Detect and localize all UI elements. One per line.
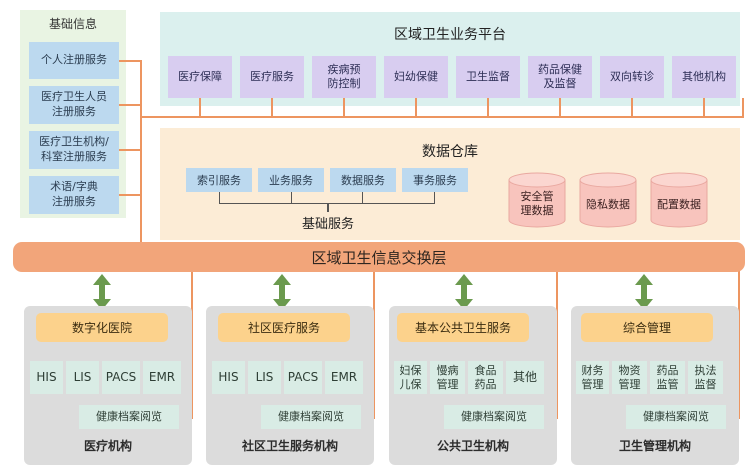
- base-services-label: 基础服务: [301, 216, 354, 232]
- left-item-personal-registration[interactable]: 个人注册服务: [29, 42, 119, 79]
- domain-4-box-4[interactable]: 执法 监督: [688, 361, 723, 394]
- domain-3-health-record-view[interactable]: 健康档案阅览: [444, 405, 544, 429]
- cylinder-config-data-label: 配置数据: [657, 198, 701, 211]
- double-arrow-icon: [455, 274, 473, 310]
- domain-1-box-3[interactable]: PACS: [102, 361, 140, 394]
- connector-service-4: [415, 98, 417, 117]
- left-item-staff-registration[interactable]: 医疗卫生人员 注册服务: [29, 86, 119, 124]
- domain-4-title: 卫生管理机构: [618, 438, 691, 453]
- double-arrow-icon: [93, 274, 111, 310]
- domain-2-box-3[interactable]: PACS: [284, 361, 322, 394]
- connector-domain-2: [373, 270, 375, 418]
- connector-domain-3: [556, 270, 558, 418]
- domain-1-title: 医疗机构: [83, 438, 132, 453]
- service-medical-services[interactable]: 医疗服务: [240, 56, 304, 98]
- domain-2-health-record-view[interactable]: 健康档案阅览: [261, 405, 361, 429]
- cylinder-security-data-icon: [508, 172, 566, 228]
- connector-service-8: [703, 98, 705, 117]
- domain-4-box-1[interactable]: 财务 管理: [576, 361, 609, 394]
- cylinder-privacy-data-icon: [579, 172, 637, 228]
- connector-left-item-1: [119, 60, 141, 62]
- domain-3-box-4[interactable]: 其他: [506, 361, 544, 394]
- connector-service-5: [487, 98, 489, 117]
- domain-1-box-4[interactable]: EMR: [143, 361, 181, 394]
- double-arrow-icon: [635, 274, 653, 310]
- domain-1-health-record-view[interactable]: 健康档案阅览: [79, 405, 179, 429]
- connector-platform-right: [742, 98, 744, 118]
- domain-3-box-2[interactable]: 慢病 管理: [430, 361, 465, 394]
- base-service-data[interactable]: 数据服务: [330, 168, 396, 192]
- base-services-bracket-stem: [327, 204, 329, 212]
- left-item-terminology-registration[interactable]: 术语/字典 注册服务: [29, 176, 119, 214]
- domain-1-box-2[interactable]: LIS: [66, 361, 99, 394]
- base-service-transaction[interactable]: 事务服务: [402, 168, 468, 192]
- domain-2-box-2[interactable]: LIS: [248, 361, 281, 394]
- service-health-supervision[interactable]: 卫生监督: [456, 56, 520, 98]
- domain-2-header[interactable]: 社区医疗服务: [218, 313, 350, 342]
- data-warehouse-title: 数据仓库: [422, 144, 478, 160]
- base-services-bracket-mid: [291, 192, 363, 204]
- base-service-index[interactable]: 索引服务: [186, 168, 252, 192]
- domain-3-box-3[interactable]: 食品 药品: [468, 361, 503, 394]
- cylinder-config-data-icon: [650, 172, 708, 228]
- connector-domain-4: [738, 270, 740, 418]
- service-disease-control[interactable]: 疾病预 防控制: [312, 56, 376, 98]
- exchange-layer-bar: 区域卫生信息交换层: [13, 242, 745, 272]
- connector-domain-1: [191, 270, 193, 418]
- basic-info-title: 基础信息: [48, 16, 97, 31]
- left-item-institution-registration[interactable]: 医疗卫生机构/ 科室注册服务: [29, 131, 119, 169]
- base-services-bracket: [219, 192, 435, 204]
- domain-1-box-1[interactable]: HIS: [30, 361, 63, 394]
- service-drug-supervision[interactable]: 药品保健 及监督: [528, 56, 592, 98]
- domain-3-title: 公共卫生机构: [436, 438, 509, 453]
- domain-4-box-3[interactable]: 药品 监管: [650, 361, 685, 394]
- service-referral[interactable]: 双向转诊: [600, 56, 664, 98]
- domain-4-header[interactable]: 综合管理: [581, 313, 713, 342]
- service-maternal-child[interactable]: 妇幼保健: [384, 56, 448, 98]
- cylinder-privacy-data-label: 隐私数据: [586, 198, 630, 211]
- connector-left-item-4: [119, 194, 141, 196]
- domain-3-header[interactable]: 基本公共卫生服务: [397, 313, 529, 342]
- connector-left-item-3: [119, 149, 141, 151]
- base-service-business[interactable]: 业务服务: [258, 168, 324, 192]
- connector-service-1: [199, 98, 201, 117]
- connector-service-7: [631, 98, 633, 117]
- connector-platform-horizontal: [140, 116, 744, 118]
- connector-service-2: [271, 98, 273, 117]
- domain-2-title: 社区卫生服务机构: [241, 438, 338, 453]
- connector-service-6: [559, 98, 561, 117]
- service-other-institutions[interactable]: 其他机构: [672, 56, 736, 98]
- domain-2-box-4[interactable]: EMR: [325, 361, 363, 394]
- domain-4-box-2[interactable]: 物资 管理: [612, 361, 647, 394]
- domain-1-header[interactable]: 数字化医院: [36, 313, 168, 342]
- domain-3-box-1[interactable]: 妇保 儿保: [394, 361, 427, 394]
- business-platform-title: 区域卫生业务平台: [394, 27, 506, 43]
- domain-4-health-record-view[interactable]: 健康档案阅览: [626, 405, 726, 429]
- domain-2-box-1[interactable]: HIS: [212, 361, 245, 394]
- service-medical-insurance[interactable]: 医疗保障: [168, 56, 232, 98]
- connector-left-item-2: [119, 104, 141, 106]
- double-arrow-icon: [273, 274, 291, 310]
- connector-service-3: [343, 98, 345, 117]
- connector-left-vertical: [140, 60, 142, 242]
- cylinder-security-data-label: 安全管 理数据: [520, 190, 554, 217]
